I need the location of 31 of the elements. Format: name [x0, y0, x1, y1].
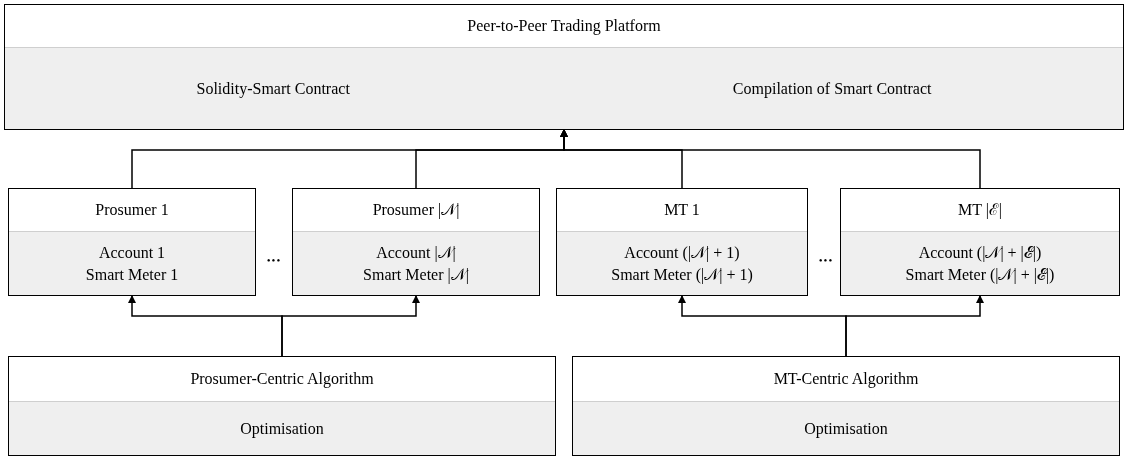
- account-box: [556, 188, 808, 296]
- box-text: Optimisation: [240, 418, 324, 440]
- account-box: [292, 188, 540, 296]
- account-box: [840, 188, 1120, 296]
- arrow: [281, 295, 420, 357]
- box-text: Optimisation: [804, 418, 888, 440]
- box-text: Smart Meter |𝒩|: [363, 264, 469, 286]
- algorithm-box: [572, 356, 1120, 456]
- box-heading: Prosumer-Centric Algorithm: [190, 369, 374, 390]
- box-text: Compilation of Smart Contract: [732, 78, 932, 100]
- box-heading: Peer-to-Peer Trading Platform: [467, 16, 661, 37]
- box-text: Account |𝒩|: [376, 242, 456, 264]
- box-text: Smart Meter (|𝒩| + 1): [611, 264, 753, 286]
- algorithm-box: [8, 356, 556, 456]
- arrow: [845, 295, 984, 357]
- box-text: Account (|𝒩| + 1): [624, 242, 740, 264]
- box-heading: MT 1: [664, 200, 700, 220]
- box-text: Account (|𝒩| + |ℰ|): [918, 242, 1042, 264]
- ellipsis-dots: •••: [265, 253, 283, 268]
- box-text: Account 1: [98, 242, 166, 263]
- box-heading: Prosumer |𝒩|: [372, 200, 460, 221]
- box-heading: MT |ℰ|: [957, 200, 1003, 221]
- platform-box: [4, 4, 1124, 130]
- ellipsis-dots: •••: [817, 253, 835, 268]
- box-text: Solidity-Smart Contract: [196, 78, 350, 100]
- box-text: Smart Meter 1: [85, 264, 179, 285]
- box-heading: Prosumer 1: [95, 200, 169, 220]
- box-text: Smart Meter (|𝒩| + |ℰ|): [905, 264, 1055, 286]
- account-box: [8, 188, 256, 296]
- box-heading: MT-Centric Algorithm: [773, 369, 919, 390]
- arrow: [560, 129, 981, 189]
